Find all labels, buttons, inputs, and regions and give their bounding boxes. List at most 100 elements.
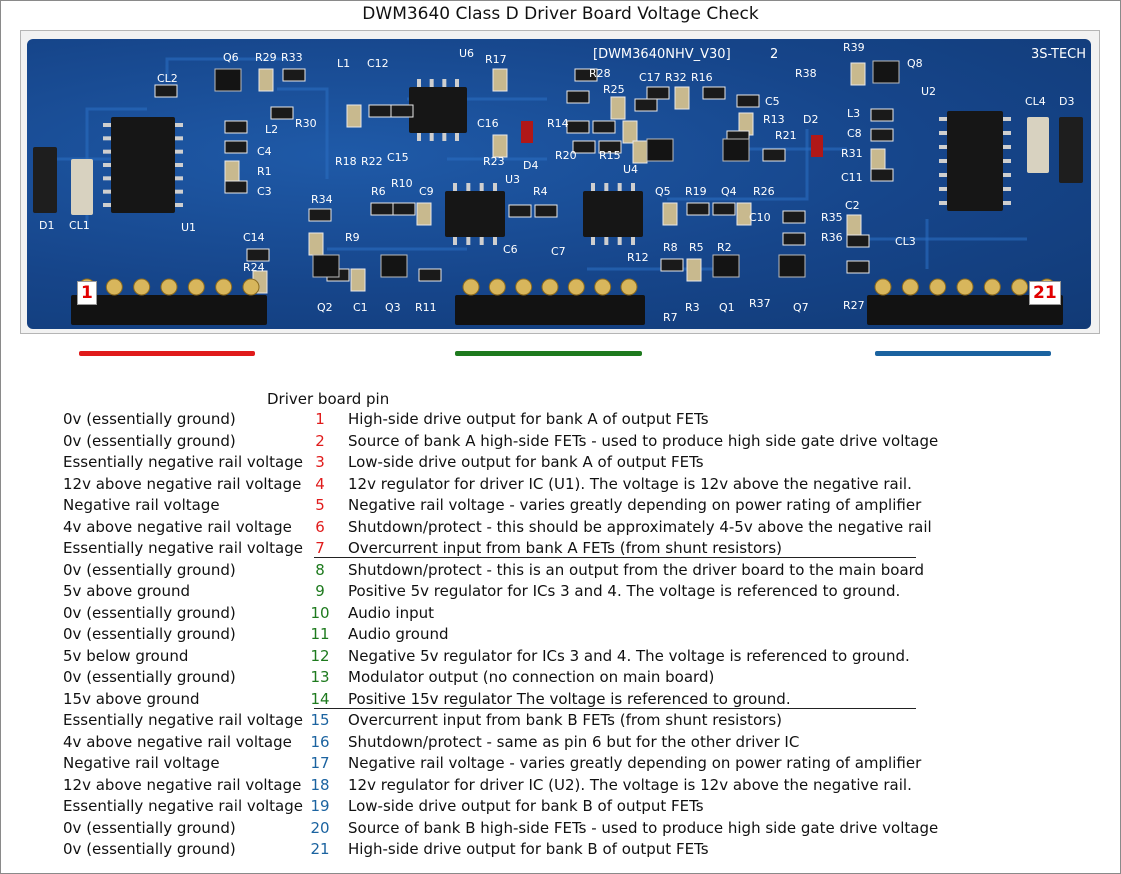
smd-part <box>632 140 648 164</box>
silk-label: R7 <box>663 311 678 324</box>
silk-label: R25 <box>603 83 625 96</box>
smd-part <box>574 68 598 82</box>
ic-pin <box>442 133 447 141</box>
ic-pin <box>103 163 111 167</box>
smd-part <box>390 104 414 118</box>
silk-label: R26 <box>753 185 775 198</box>
pin-description: High-side drive output for bank A of out… <box>348 410 709 428</box>
transistor <box>722 138 750 162</box>
smd-part <box>870 128 894 142</box>
ic-pin <box>1003 117 1011 121</box>
u2-chip <box>947 111 1003 211</box>
pin-voltage: Essentially negative rail voltage <box>63 539 303 557</box>
silk-label: R18 <box>335 155 357 168</box>
pin-number: 12 <box>310 646 330 665</box>
pcb-trace <box>165 57 287 79</box>
silk-label: R11 <box>415 301 437 314</box>
ic-pin <box>1003 159 1011 163</box>
smd-part <box>370 202 394 216</box>
silk-label: C16 <box>477 117 499 130</box>
ic-pin <box>939 131 947 135</box>
silk-label: R21 <box>775 129 797 142</box>
pin-number: 1 <box>315 410 325 428</box>
silk-label: R3 <box>685 301 700 314</box>
pin-voltage: 0v (essentially ground) <box>63 603 236 622</box>
pin-number: 21 <box>310 840 330 858</box>
ic-pin <box>466 237 471 245</box>
pin-voltage: 5v above ground <box>63 582 191 600</box>
pcb-board: [DWM3640NHV_V30] 2 3S-TECH Q6 R29 R33 CL… <box>27 39 1091 329</box>
ic-pin <box>939 173 947 177</box>
silk-label: C11 <box>841 171 863 184</box>
ic-pin <box>103 136 111 141</box>
header-pin <box>215 278 233 296</box>
silk-label: C8 <box>847 127 862 140</box>
silk-label: R20 <box>555 149 577 162</box>
silk-label: R22 <box>361 155 383 168</box>
silk-label: CL3 <box>895 235 916 248</box>
silk-label: R12 <box>627 251 649 264</box>
header-pin <box>242 278 260 296</box>
page-title: DWM3640 Class D Driver Board Voltage Che… <box>362 4 759 24</box>
pin-voltage: Essentially negative rail voltage <box>63 453 303 471</box>
ic-pin <box>103 123 111 127</box>
pin-voltage: 0v (essentially ground) <box>63 560 236 579</box>
smd-part <box>308 232 324 256</box>
pin-voltage: 0v (essentially ground) <box>63 840 236 858</box>
smd-part <box>258 68 274 92</box>
pin-voltage: 4v above negative rail voltage <box>63 732 292 751</box>
d1-diode <box>33 147 57 213</box>
silk-label: R39 <box>843 41 865 54</box>
pin-number: 19 <box>310 797 330 815</box>
ic-pin <box>453 237 457 245</box>
silk-label: R35 <box>821 211 843 224</box>
pin-description: Negative rail voltage - varies greatly d… <box>348 754 922 772</box>
silk-label: L1 <box>337 57 351 70</box>
ic-pin <box>175 189 183 194</box>
smd-part <box>782 210 806 224</box>
pin-number: 14 <box>310 689 330 708</box>
smd-part <box>566 90 590 104</box>
silk-label: R29 <box>255 51 277 64</box>
pin-number: 15 <box>310 711 330 729</box>
silk-label: CL1 <box>69 219 90 232</box>
smd-part <box>782 232 806 246</box>
header-pin <box>874 278 892 296</box>
silk-label: C12 <box>367 57 389 70</box>
d2-led <box>811 135 823 157</box>
pin-voltage: Negative rail voltage <box>63 496 220 514</box>
u4-chip <box>583 191 643 237</box>
smd-part <box>846 234 870 248</box>
transistor <box>872 60 900 84</box>
ic-pin <box>453 183 457 191</box>
smd-part <box>416 202 432 226</box>
pin-description: Shutdown/protect - this should be approx… <box>348 517 932 536</box>
smd-part <box>392 202 416 216</box>
ic-pin <box>103 176 111 181</box>
silk-label: R2 <box>717 241 732 254</box>
pin-number: 9 <box>315 582 325 600</box>
silk-label: R5 <box>689 241 704 254</box>
header-pin <box>133 278 151 296</box>
ic-pin <box>617 237 622 245</box>
ic-pin <box>429 133 434 141</box>
silk-label: C4 <box>257 145 272 158</box>
ic-pin <box>1003 145 1011 149</box>
smd-part <box>572 140 596 154</box>
transistor <box>380 254 408 278</box>
silk-label: C10 <box>749 211 771 224</box>
smd-part <box>736 94 760 108</box>
smd-part <box>154 84 178 98</box>
ic-pin <box>175 163 183 167</box>
connector-middle <box>455 295 645 325</box>
silk-label: R8 <box>663 241 678 254</box>
smd-part <box>282 68 306 82</box>
smd-part <box>492 134 508 158</box>
pin-number: 16 <box>310 732 330 751</box>
ic-pin <box>939 117 947 121</box>
d3-diode <box>1059 117 1083 183</box>
header-pin <box>515 278 533 296</box>
silk-label: R6 <box>371 185 386 198</box>
silk-label: R34 <box>311 193 333 206</box>
silk-label: R36 <box>821 231 843 244</box>
